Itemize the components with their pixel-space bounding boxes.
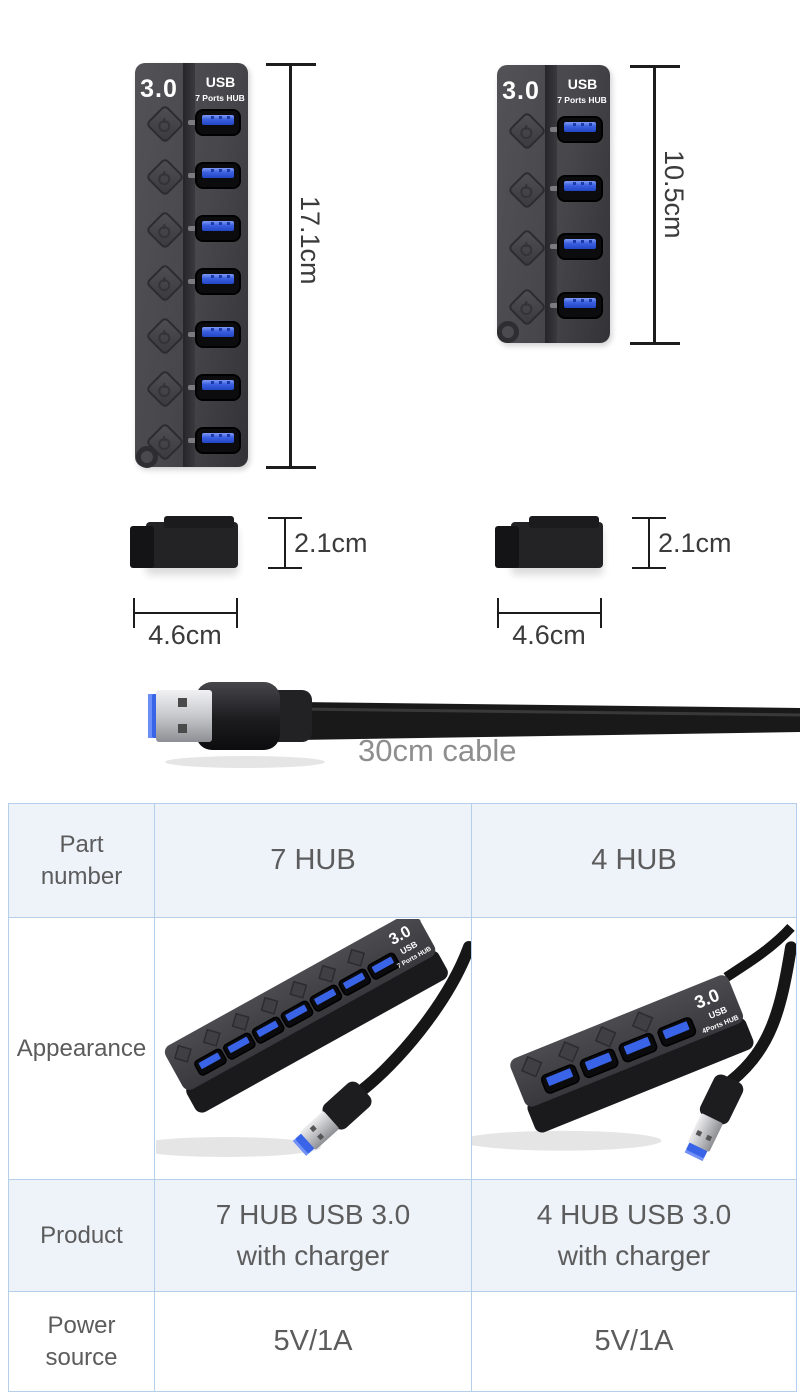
dim-line-21-right: [648, 517, 650, 569]
part-number-7hub: 7 HUB: [154, 804, 471, 917]
part-number-4hub: 4 HUB: [471, 804, 796, 917]
usb-port: [557, 233, 603, 260]
dim-line-21-left: [284, 517, 286, 569]
product-4hub-line1: 4 HUB USB 3.0: [536, 1198, 732, 1230]
power-source-header: Power source: [9, 1291, 154, 1391]
product-header: Product: [9, 1179, 154, 1291]
dim-line-17cm: [289, 63, 292, 468]
usb-port: [195, 109, 241, 136]
cable-length-label: 30cm cable: [358, 733, 517, 768]
power-button-icon: [507, 228, 547, 268]
dim-label-46-right: 4.6cm: [512, 620, 586, 650]
led-indicator: [550, 186, 559, 191]
product-4hub-line2: with charger: [557, 1239, 711, 1271]
dim-label-10cm: 10.5cm: [659, 150, 689, 239]
power-button-icon: [507, 287, 547, 327]
part-number-header: Part number: [9, 804, 154, 917]
led-indicator: [550, 303, 559, 308]
dim-label-46-left: 4.6cm: [148, 620, 222, 650]
led-indicator: [188, 385, 197, 390]
led-indicator: [188, 438, 197, 443]
hub7-usb-label: USB: [205, 74, 236, 90]
strap-hole: [497, 321, 519, 343]
product-7hub: 7 HUB USB 3.0 with charger: [154, 1179, 471, 1291]
hub7-ports-label: 7 Ports HUB: [195, 93, 245, 103]
usb-port: [195, 321, 241, 348]
usb-cable-photo: [148, 682, 800, 768]
usb-plug: [292, 1081, 372, 1156]
led-indicator: [188, 332, 197, 337]
power-button-icon: [145, 104, 185, 144]
appearance-7hub-photo: 3.0 USB 7 Ports HUB: [154, 917, 471, 1179]
led-indicator: [550, 244, 559, 249]
dim-label-21-left: 2.1cm: [294, 528, 368, 558]
hub4-badge-label: 3.0: [502, 77, 540, 105]
power-button-icon: [145, 210, 185, 250]
dim-line-10cm: [653, 65, 656, 345]
led-indicator: [188, 226, 197, 231]
dim-tick: [600, 598, 602, 628]
dim-tick: [236, 598, 238, 628]
dim-cap: [632, 567, 666, 569]
power-button-icon: [145, 369, 185, 409]
usb-port: [195, 268, 241, 295]
hub7-front-photo: 3.0 USB 7 Ports HUB: [135, 63, 248, 468]
hub4-divider: [545, 65, 557, 343]
power-button-icon: [145, 263, 185, 303]
dim-cap: [630, 342, 680, 345]
dim-line-46-left: [133, 612, 238, 614]
dim-cap: [268, 567, 302, 569]
usb-plug: [684, 1073, 744, 1161]
power-button-icon: [507, 111, 547, 151]
spec-table: Part number 7 HUB 4 HUB Appearance: [8, 803, 797, 1392]
led-indicator: [188, 173, 197, 178]
dim-cap: [266, 466, 316, 469]
power-button-icon: [145, 316, 185, 356]
hub7-badge-label: 3.0: [140, 75, 178, 103]
hub7-divider: [183, 63, 195, 467]
product-4hub: 4 HUB USB 3.0 with charger: [471, 1179, 796, 1291]
power-button-icon: [507, 170, 547, 210]
power-4hub: 5V/1A: [471, 1291, 796, 1391]
appearance-header: Appearance: [9, 917, 154, 1179]
led-indicator: [550, 127, 559, 132]
product-7hub-line2: with charger: [236, 1239, 390, 1271]
hub7-side-photo: [130, 516, 238, 568]
dim-label-21-right: 2.1cm: [658, 528, 732, 558]
dim-label-17cm: 17.1cm: [295, 196, 325, 285]
led-indicator: [188, 279, 197, 284]
hub4-side-photo: [495, 516, 603, 568]
hub4-front-photo: 3.0 USB 7 Ports HUB: [497, 65, 610, 343]
hub4-usb-label: USB: [567, 76, 598, 92]
usb-port: [557, 116, 603, 143]
usb-port: [557, 175, 603, 202]
dim-line-46-right: [497, 612, 602, 614]
usb-port: [195, 162, 241, 189]
product-7hub-line1: 7 HUB USB 3.0: [215, 1198, 411, 1230]
hub4-ports-label: 7 Ports HUB: [557, 95, 607, 105]
appearance-4hub-photo: 3.0 USB 4Ports HUB: [471, 917, 796, 1179]
power-7hub: 5V/1A: [154, 1291, 471, 1391]
usb-port: [557, 292, 603, 319]
strap-hole: [136, 446, 158, 468]
power-button-icon: [145, 157, 185, 197]
usb-port: [195, 215, 241, 242]
usb-port: [195, 374, 241, 401]
usb-port: [195, 427, 241, 454]
led-indicator: [188, 120, 197, 125]
